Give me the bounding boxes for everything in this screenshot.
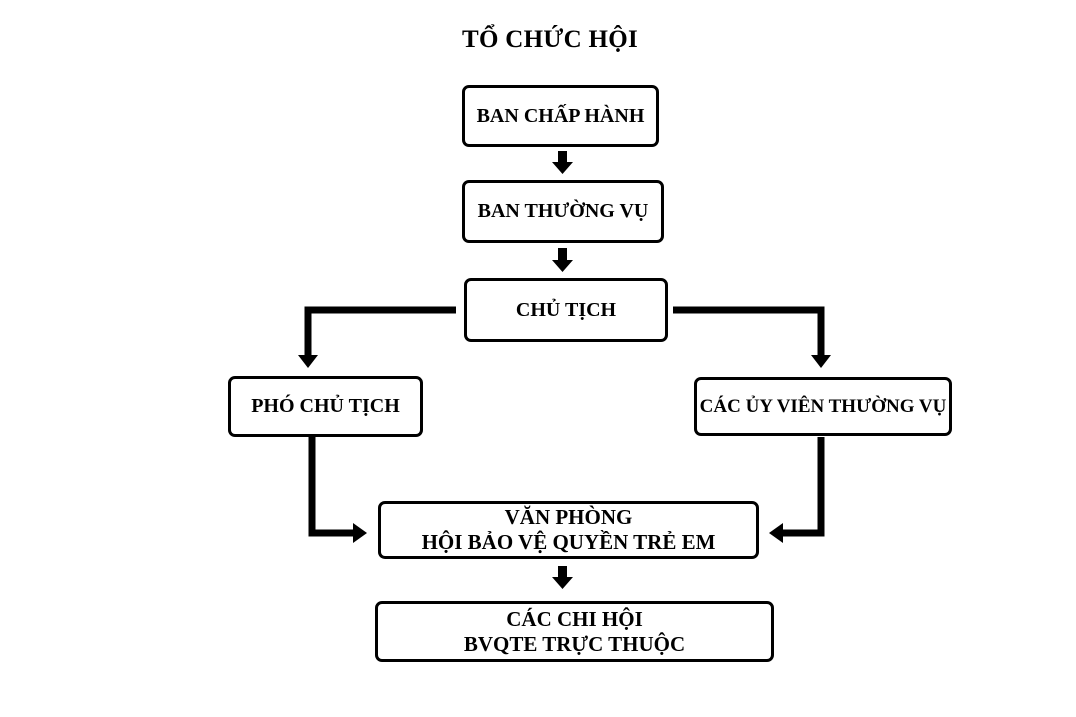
- node-label-line-1: CÁC CHI HỘI: [506, 606, 643, 631]
- arrow-ban-thuong-vu-to-chu-tich: [552, 248, 573, 272]
- node-label: CÁC ỦY VIÊN THƯỜNG VỤ: [699, 396, 947, 417]
- arrow-uy-vien-to-van-phong: [769, 437, 825, 543]
- node-van-phong: VĂN PHÒNG HỘI BẢO VỆ QUYỀN TRẺ EM: [378, 501, 759, 559]
- arrow-ban-chap-hanh-to-ban-thuong-vu: [552, 151, 573, 174]
- node-cac-chi-hoi: CÁC CHI HỘI BVQTE TRỰC THUỘC: [375, 601, 774, 662]
- node-label: CHỦ TỊCH: [515, 298, 617, 321]
- node-ban-thuong-vu: BAN THƯỜNG VỤ: [462, 180, 664, 243]
- node-label-line-1: VĂN PHÒNG: [504, 505, 633, 529]
- node-label-line-2: BVQTE TRỰC THUỘC: [463, 631, 686, 656]
- arrow-chu-tich-to-pho-chu-tich: [298, 306, 456, 368]
- diagram-title: TỔ CHỨC HỘI: [462, 26, 638, 53]
- node-label: BAN CHẤP HÀNH: [476, 104, 645, 127]
- node-ban-chap-hanh: BAN CHẤP HÀNH: [462, 85, 659, 147]
- node-pho-chu-tich: PHÓ CHỦ TỊCH: [228, 376, 423, 437]
- node-cac-uy-vien-thuong-vu: CÁC ỦY VIÊN THƯỜNG VỤ: [694, 377, 952, 436]
- node-label: PHÓ CHỦ TỊCH: [251, 395, 400, 417]
- arrow-van-phong-to-chi-hoi: [552, 566, 573, 589]
- node-label: BAN THƯỜNG VỤ: [477, 200, 649, 222]
- arrow-chu-tich-to-uy-vien: [673, 306, 831, 368]
- node-label-line-2: HỘI BẢO VỆ QUYỀN TRẺ EM: [421, 530, 716, 554]
- node-chu-tich: CHỦ TỊCH: [464, 278, 668, 342]
- arrow-pho-chu-tich-to-van-phong: [308, 437, 367, 543]
